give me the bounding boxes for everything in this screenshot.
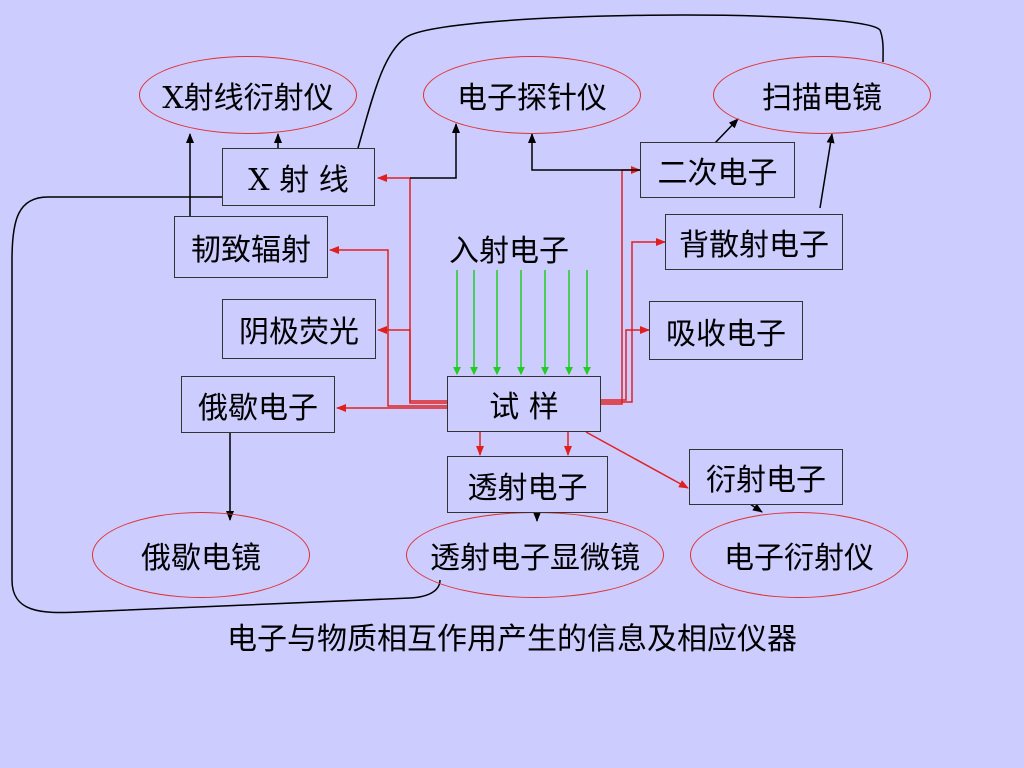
absorbed-electron-label: 吸收电子	[666, 316, 786, 352]
signal-arrows-left	[329, 174, 447, 412]
cathodoluminescence-box: 阴极荧光	[222, 299, 376, 359]
tem-label: 透射电子显微镜	[430, 541, 640, 576]
incident-beam	[453, 270, 591, 375]
absorbed-electron-box: 吸收电子	[649, 301, 803, 360]
secondary-electron-label: 二次电子	[657, 156, 778, 191]
cathodoluminescence-label: 阴极荧光	[239, 315, 359, 350]
bremsstrahlung-label: 韧致辐射	[191, 233, 311, 268]
curve-connectors	[11, 14, 884, 614]
tem-oval: 透射电子显微镜	[406, 512, 664, 598]
sample-label: 试 样	[489, 390, 559, 425]
electron-probe-label: 电子探针仪	[457, 81, 607, 116]
incident-electron-label: 入射电子	[449, 234, 569, 269]
transmitted-electron-box: 透射电子	[447, 456, 608, 513]
auger-microscope-label: 俄歇电镜	[141, 541, 261, 576]
secondary-electron-box: 二次电子	[640, 142, 795, 198]
backscattered-electron-label: 背散射电子	[679, 228, 829, 263]
sample-box: 试 样	[447, 376, 601, 432]
xray-label: X 射 线	[248, 163, 349, 198]
diffracted-electron-label: 衍射电子	[706, 463, 826, 498]
bremsstrahlung-box: 韧致辐射	[174, 216, 328, 278]
sem-oval: 扫描电镜	[713, 56, 931, 134]
xray-box: X 射 线	[222, 148, 375, 206]
diffracted-electron-box: 衍射电子	[689, 449, 843, 505]
signal-arrows-right	[601, 166, 666, 405]
diagram-caption: 电子与物质相互作用产生的信息及相应仪器	[227, 622, 797, 657]
xray-diffractometer-label: X射线衍射仪	[162, 81, 334, 116]
auger-electron-box: 俄歇电子	[181, 376, 335, 433]
electron-diffractometer-label: 电子衍射仪	[724, 541, 874, 576]
electron-diffractometer-oval: 电子衍射仪	[690, 512, 908, 598]
backscattered-electron-box: 背散射电子	[665, 214, 843, 270]
transmitted-electron-label: 透射电子	[467, 470, 588, 506]
auger-electron-label: 俄歇电子	[198, 390, 318, 426]
xray-diffractometer-oval: X射线衍射仪	[139, 56, 357, 134]
signal-arrows-down	[476, 431, 689, 489]
auger-microscope-oval: 俄歇电镜	[92, 512, 310, 598]
electron-probe-oval: 电子探针仪	[423, 56, 641, 134]
sem-label: 扫描电镜	[762, 81, 882, 116]
